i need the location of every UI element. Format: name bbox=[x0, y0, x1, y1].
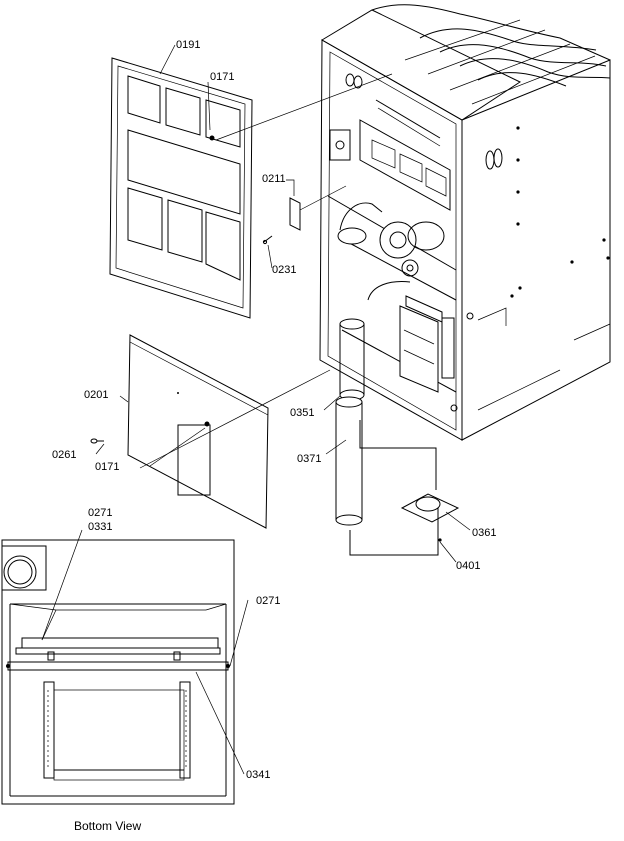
label-0331: 0331 bbox=[88, 521, 112, 533]
control-board bbox=[399, 295, 474, 412]
clamp-0401 bbox=[438, 538, 442, 542]
lower-door-panel bbox=[127, 334, 269, 529]
burner-assembly bbox=[329, 99, 451, 211]
upper-door-panel bbox=[109, 57, 253, 319]
label-0371: 0371 bbox=[297, 453, 321, 465]
inducer-blower bbox=[337, 202, 445, 301]
bottom-view-caption: Bottom View bbox=[74, 819, 141, 833]
screw-0261 bbox=[90, 438, 104, 444]
door-screw-hole bbox=[209, 135, 215, 141]
label-0271-left: 0271 bbox=[88, 507, 112, 519]
label-0341: 0341 bbox=[246, 769, 270, 781]
coil-fins bbox=[371, 4, 611, 105]
switch-bracket-0211 bbox=[289, 185, 347, 231]
door-screw-hole bbox=[204, 421, 210, 427]
leader-line bbox=[215, 73, 393, 141]
drain-tube bbox=[349, 505, 439, 556]
label-0401: 0401 bbox=[456, 560, 480, 572]
label-0171-upper: 0171 bbox=[210, 71, 234, 83]
label-0201: 0201 bbox=[84, 389, 108, 401]
drain-tube bbox=[359, 420, 437, 490]
label-0271-right: 0271 bbox=[256, 595, 280, 607]
label-0231: 0231 bbox=[272, 264, 296, 276]
label-0351: 0351 bbox=[290, 407, 314, 419]
label-0171-lower: 0171 bbox=[95, 461, 119, 473]
label-0191: 0191 bbox=[176, 39, 200, 51]
drain-trap-0361 bbox=[400, 493, 460, 523]
label-0261: 0261 bbox=[52, 449, 76, 461]
vent-pipe-0371 bbox=[335, 396, 363, 526]
bottom-view bbox=[1, 539, 235, 805]
furnace-cabinet bbox=[319, 9, 611, 441]
screw-0231 bbox=[262, 235, 273, 245]
callouts: 0191 0171 0211 0231 0201 0261 0171 0351 … bbox=[41, 39, 496, 833]
label-0211: 0211 bbox=[262, 173, 286, 185]
label-0361: 0361 bbox=[472, 527, 496, 539]
leader-line bbox=[139, 369, 331, 469]
